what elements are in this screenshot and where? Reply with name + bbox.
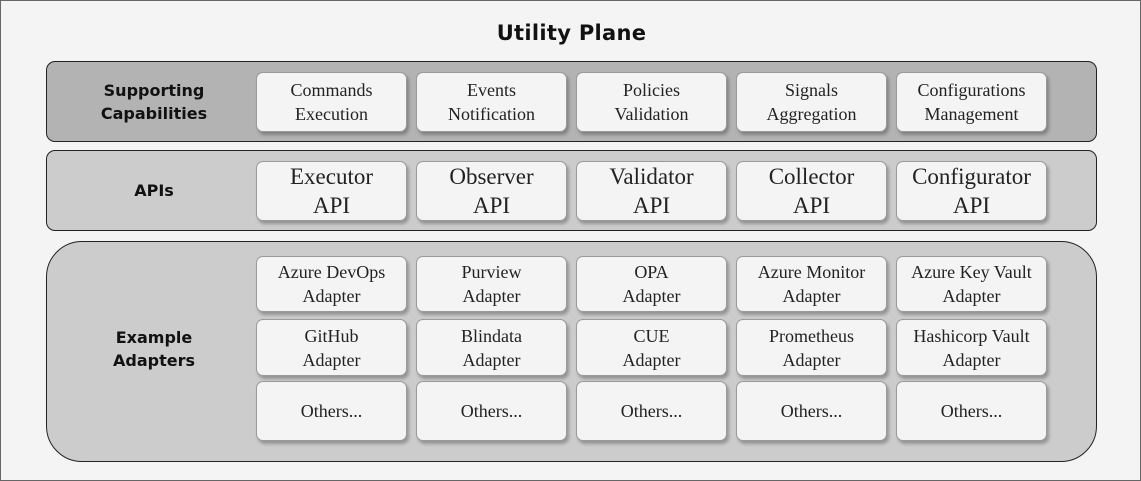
adapter-box-others: Others... [736, 381, 887, 441]
adapter-box-opa-adapter: OPA Adapter [576, 256, 727, 312]
box-text: API [632, 193, 671, 218]
box-text: OPA [634, 262, 669, 282]
box-text: Azure Monitor [757, 262, 866, 282]
box-text: Events [467, 80, 516, 100]
box-text: Others... [940, 401, 1003, 421]
box-text: API [312, 193, 351, 218]
box-text: Configurator [912, 164, 1031, 189]
adapter-box-others: Others... [256, 381, 407, 441]
box-text: Prometheus [769, 325, 854, 346]
label-line: Capabilities [100, 104, 208, 123]
box-text: Azure Key Vault [911, 262, 1032, 282]
box-text: Adapter [302, 286, 361, 306]
box-text: Policies [623, 80, 680, 100]
box-text: Adapter [462, 286, 521, 306]
box-text: Adapter [302, 349, 361, 370]
box-text: Adapter [622, 349, 681, 370]
box-text: Adapter [782, 349, 841, 370]
box-text: Validator [609, 164, 694, 189]
label-line: Adapters [113, 351, 195, 370]
box-text: Azure DevOps [277, 262, 386, 282]
box-text: Hashicorp Vault [913, 325, 1030, 346]
box-text: Others... [460, 401, 523, 421]
box-text: Observer [449, 164, 534, 189]
box-text: Commands [290, 80, 373, 100]
box-text: Adapter [622, 286, 681, 306]
box-text: Management [924, 104, 1019, 124]
box-text: Adapter [462, 349, 521, 370]
box-text: Others... [780, 401, 843, 421]
box-text: GitHub [304, 325, 359, 346]
box-text: Adapter [782, 286, 841, 306]
label-line: Supporting [103, 81, 205, 100]
box-text: Purview [461, 262, 522, 282]
box-text: API [472, 193, 511, 218]
adapter-box-others: Others... [416, 381, 567, 441]
label-line: APIs [134, 181, 174, 200]
box-text: Executor [289, 164, 373, 189]
box-text: Execution [295, 104, 368, 124]
box-text: Adapter [942, 349, 1001, 370]
box-text: Adapter [942, 286, 1001, 306]
box-text: Configurations [917, 80, 1026, 100]
apis-label: APIs [64, 179, 244, 202]
box-text: Notification [448, 104, 535, 124]
box-text: Others... [620, 401, 683, 421]
diagram-title: Utility Plane [496, 21, 647, 45]
box-text: Blindata [461, 325, 522, 346]
label-line: Example [115, 328, 193, 347]
adapter-box-cue-adapter: CUE Adapter [576, 319, 727, 376]
adapter-box-others: Others... [896, 381, 1047, 441]
box-text: API [792, 193, 831, 218]
box-text: Validation [614, 104, 689, 124]
box-text: CUE [633, 325, 670, 346]
box-text: Others... [300, 401, 363, 421]
adapter-box-others: Others... [576, 381, 727, 441]
box-text: Aggregation [766, 104, 857, 124]
box-text: API [952, 193, 991, 218]
box-text: Collector [768, 164, 855, 189]
box-text: Signals [784, 80, 838, 100]
